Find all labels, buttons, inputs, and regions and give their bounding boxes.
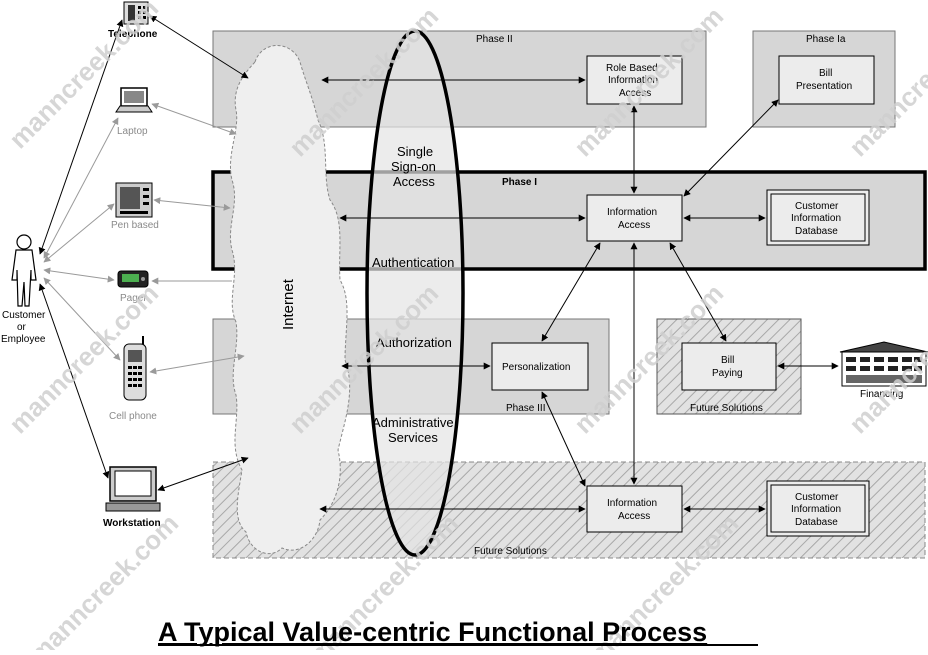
customer-db-future-line3: Database	[795, 517, 838, 528]
info-access-box-phase1	[586, 194, 683, 242]
customer-db-box-future	[766, 480, 870, 537]
phase-1-label: Phase I	[502, 177, 537, 188]
authentication-label: Authentication	[372, 255, 454, 270]
internet-label: Internet	[280, 278, 297, 330]
info-access-future-line2: Access	[618, 511, 650, 522]
sso-label-line2: Sign-on	[391, 159, 436, 174]
customer-db-phase1-line3: Database	[795, 226, 838, 237]
future-solutions-label-small: Future Solutions	[690, 403, 763, 414]
cell-phone-icon	[123, 336, 147, 401]
pager-label: Pager	[120, 293, 147, 304]
arrow-user-pager	[43, 267, 115, 283]
laptop-label: Laptop	[117, 126, 148, 137]
sso-label-line3: Access	[393, 174, 435, 189]
arrow-user-workstation	[38, 283, 110, 479]
info-access-phase1-line1: Information	[607, 207, 657, 218]
user-label-line3: Employee	[1, 334, 46, 345]
personalization-box	[491, 342, 589, 391]
role-based-line2: Information	[608, 75, 658, 86]
personalization-label: Personalization	[502, 362, 570, 373]
future-solutions-label-large: Future Solutions	[474, 546, 547, 557]
bill-paying-line2: Paying	[712, 368, 743, 379]
user-label-line2: or	[17, 322, 27, 333]
workstation-icon	[105, 466, 161, 512]
bill-presentation-line1: Bill	[819, 68, 832, 79]
diagram-title: A Typical Value-centric Functional Proce…	[158, 617, 707, 647]
customer-db-inner-future	[770, 484, 866, 533]
arrow-personalization-infofuture	[541, 391, 586, 487]
customer-db-future-line2: Information	[791, 504, 841, 515]
telephone-label: Telephone	[108, 29, 158, 40]
arrow-user-laptop	[43, 117, 119, 259]
cell-phone-label: Cell phone	[109, 411, 157, 422]
user-figure-icon	[11, 234, 37, 307]
financing-label: Financing	[860, 389, 903, 400]
workstation-label: Workstation	[103, 518, 161, 529]
arrow-laptop-cloud	[151, 102, 237, 136]
arrow-workstation-cloud	[157, 456, 249, 492]
customer-db-phase1-line2: Information	[791, 213, 841, 224]
admin-services-line1: Administrative	[372, 415, 454, 430]
internet-cloud	[230, 45, 351, 554]
role-based-line3: Access	[619, 88, 651, 99]
sso-label-line1: Single	[397, 144, 433, 159]
user-label-line1: Customer	[2, 310, 46, 321]
arrow-user-penbased	[43, 203, 115, 263]
arrow-cellphone-cloud	[149, 353, 245, 375]
arrow-penbased-cloud	[153, 197, 231, 211]
customer-db-phase1-line1: Customer	[795, 201, 839, 212]
arrow-info-billpaying	[669, 242, 727, 342]
role-based-access-box	[586, 55, 683, 105]
phase-3-label: Phase III	[506, 403, 545, 414]
pager-icon	[117, 270, 149, 288]
authorization-label: Authorization	[376, 335, 452, 350]
phase-1a-label: Phase Ia	[806, 34, 846, 45]
arrow-telephone-cloud	[149, 15, 249, 79]
bill-presentation-line2: Presentation	[796, 81, 852, 92]
pen-based-icon	[115, 182, 153, 218]
telephone-icon	[123, 1, 149, 25]
security-ellipse	[365, 29, 465, 557]
customer-db-inner-phase1	[770, 193, 866, 242]
customer-db-box-phase1	[766, 189, 870, 246]
bill-paying-line1: Bill	[721, 355, 734, 366]
bill-presentation-box	[778, 55, 875, 105]
bill-paying-box	[681, 342, 777, 391]
phase-2-label: Phase II	[476, 34, 513, 45]
financing-building-icon	[839, 341, 928, 387]
role-based-line1: Role Based	[606, 63, 658, 74]
customer-db-future-line1: Customer	[795, 492, 839, 503]
info-access-box-future	[586, 485, 683, 533]
info-access-future-line1: Information	[607, 498, 657, 509]
pen-based-label: Pen based	[111, 220, 159, 231]
arrow-info-personalization	[541, 242, 601, 342]
info-access-phase1-line2: Access	[618, 220, 650, 231]
arrow-info-billpresent	[683, 99, 779, 197]
admin-services-line2: Services	[388, 430, 438, 445]
laptop-icon	[115, 87, 153, 113]
